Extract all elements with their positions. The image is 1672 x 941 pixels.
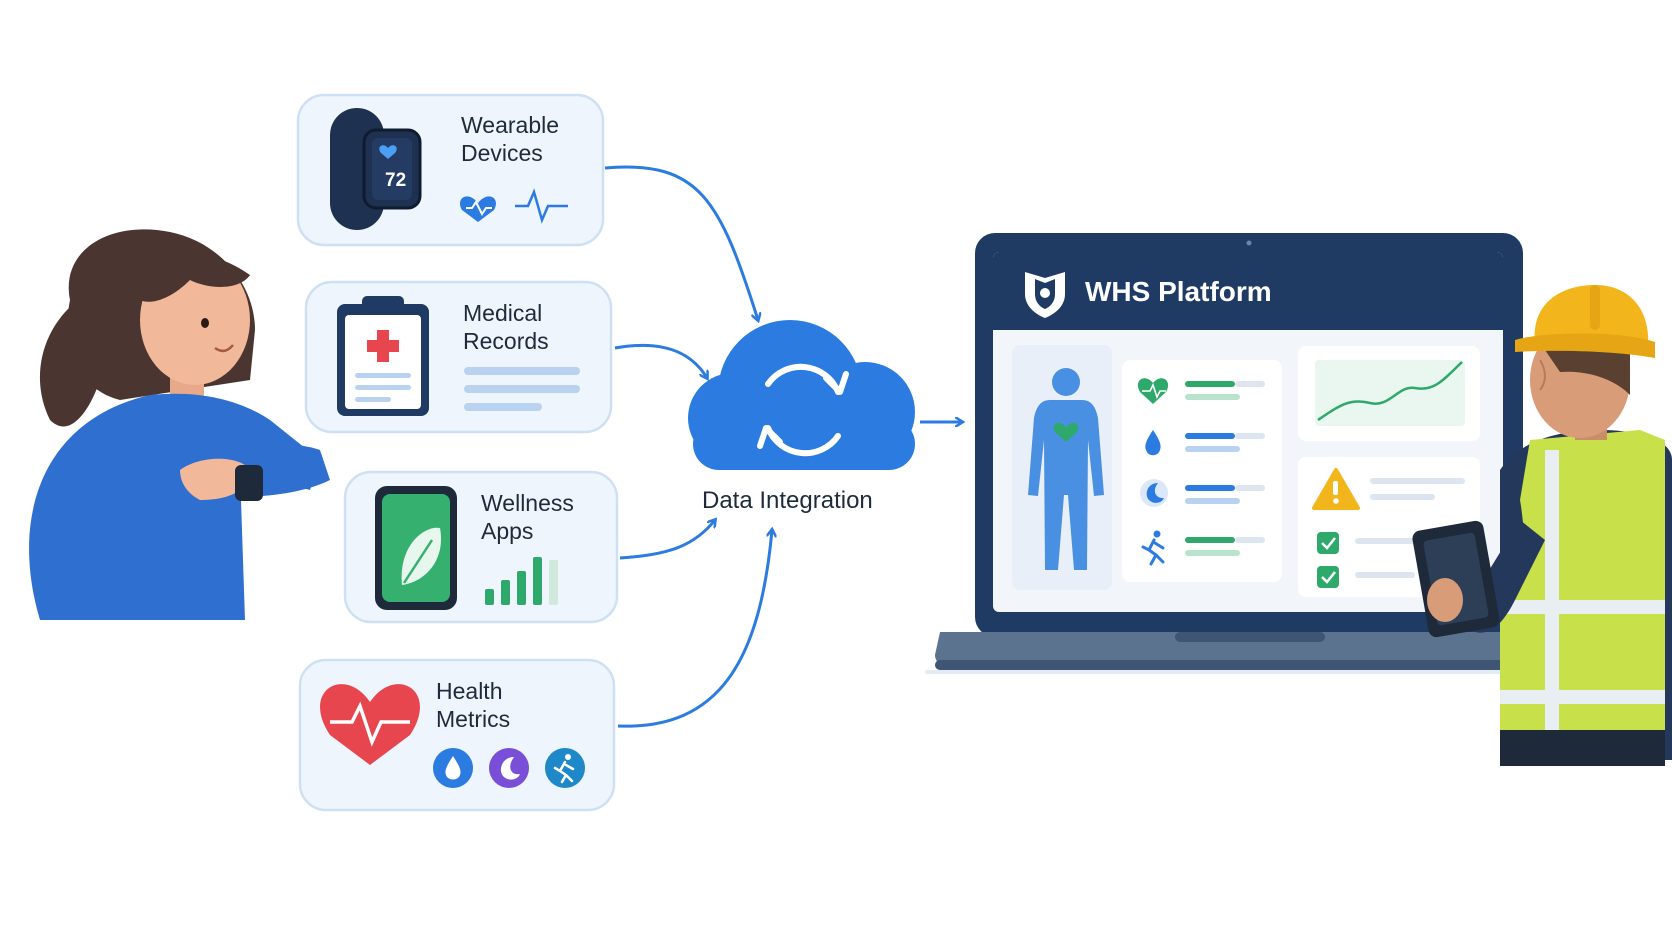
checkbox-checked-icon [1317, 566, 1339, 588]
wrist-smartwatch-icon [235, 465, 263, 501]
heart-icon [460, 196, 496, 222]
record-line [464, 367, 580, 375]
clipboard-icon [337, 296, 429, 416]
source-card-wearable [296, 93, 605, 247]
wearable-label-line2: Devices [461, 140, 543, 166]
bar-chart-icon [485, 557, 558, 605]
medical-label-line1: Medical [463, 300, 543, 326]
phone-leaf-icon [375, 486, 457, 610]
construction-worker [1412, 285, 1672, 766]
source-card-metrics [298, 658, 616, 812]
wellness-label-line2: Apps [481, 518, 534, 544]
medical-label-line2: Records [463, 328, 549, 354]
record-line [464, 385, 580, 393]
arrow-metrics [617, 530, 772, 728]
wellness-label-line1: Wellness [481, 490, 574, 516]
smartwatch-icon [330, 108, 422, 230]
arrow-wellness [619, 520, 715, 560]
arrow-medical [614, 343, 707, 378]
metrics-label-line2: Metrics [436, 706, 511, 732]
cloud-sync-icon [688, 320, 915, 470]
arrow-wearable [604, 165, 758, 320]
panel-heart-icon [1137, 378, 1169, 404]
wearable-label-line1: Wearable [461, 112, 560, 138]
metrics-panel [1122, 360, 1282, 582]
data-integration-caption: Data Integration [702, 487, 873, 514]
panel-drop-icon [1145, 430, 1161, 456]
connector-arrows [604, 165, 962, 728]
heart-pulse-icon [320, 684, 420, 765]
running-icon [545, 748, 585, 788]
medical-records-label: Medical Records [463, 299, 549, 355]
metrics-label-line1: Health [436, 678, 503, 704]
trend-line [1317, 361, 1463, 422]
panel-running-icon [1141, 530, 1165, 566]
wearable-devices-label: Wearable Devices [461, 111, 559, 167]
wellness-apps-label: Wellness Apps [481, 489, 574, 545]
source-card-medical [304, 280, 613, 434]
source-card-wellness [343, 470, 619, 624]
laptop [925, 233, 1565, 674]
watch-heart-rate: 72 [385, 170, 407, 191]
person-checking-watch [29, 229, 330, 620]
checkbox-checked-icon [1317, 532, 1339, 554]
health-metrics-label: Health Metrics [436, 677, 510, 733]
record-line [464, 403, 542, 411]
platform-title: WHS Platform [1085, 276, 1272, 307]
pulse-line-icon [515, 188, 568, 224]
body-figure-icon [1028, 368, 1104, 570]
